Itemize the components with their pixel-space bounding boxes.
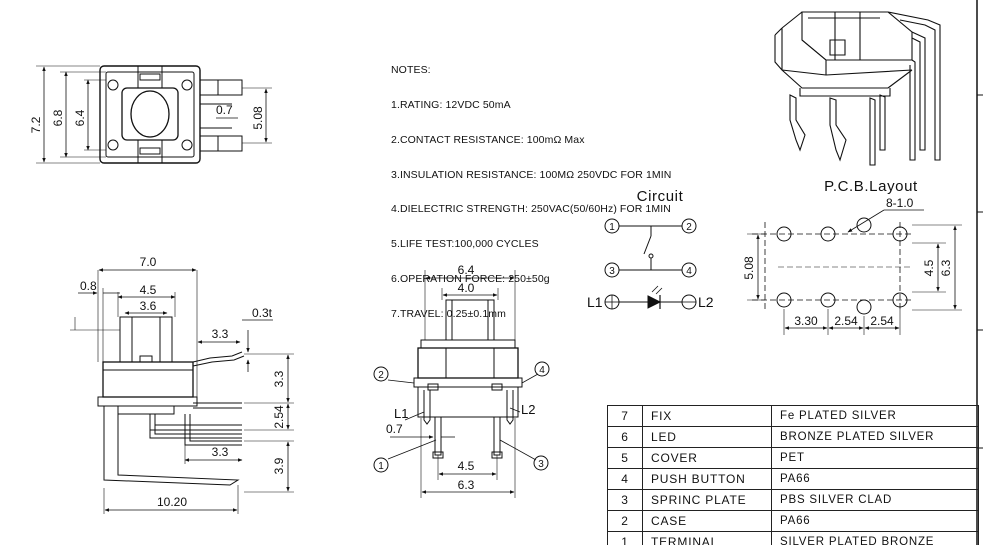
- bom-part: CASE: [642, 510, 772, 532]
- bom-part: TERMINAL: [642, 531, 772, 545]
- bom-part: SPRINC PLATE: [642, 489, 772, 511]
- bom-no: 4: [607, 468, 643, 490]
- front-label-l1: L1: [394, 406, 408, 421]
- side-dim-3-3-top: 3.3: [212, 327, 229, 341]
- front-pin-4: 4: [539, 365, 545, 376]
- notes-block: NOTES: 1.RATING: 12VDC 50mA 2.CONTACT RE…: [391, 42, 671, 332]
- front-pin-2: 2: [378, 370, 384, 381]
- side-view: 7.0 0.8 4.5 3.6 0.3t 3.3 3.3 2.54 3.3 3.…: [70, 255, 294, 514]
- side-dim-3-3-bottom: 3.3: [212, 445, 229, 459]
- circuit-led-l1: L1: [587, 294, 603, 310]
- pcb-dim-4-5: 4.5: [922, 259, 936, 276]
- circuit-pin-2: 2: [686, 222, 692, 233]
- table-row: 5 COVER PET: [607, 447, 979, 469]
- bom-clip: 7 FIX Fe PLATED SILVER 6 LED BRONZE PLAT…: [600, 400, 983, 545]
- side-dim-3-9: 3.9: [272, 457, 286, 474]
- side-dim-7-0: 7.0: [140, 255, 157, 269]
- bom-part: LED: [642, 426, 772, 448]
- front-pin-3: 3: [538, 459, 544, 470]
- bom-material: PA66: [771, 468, 979, 490]
- top-dim-6-8: 6.8: [51, 109, 65, 126]
- bom-material: SILVER PLATED BRONZE: [771, 531, 979, 545]
- table-row: 6 LED BRONZE PLATED SILVER: [607, 426, 979, 448]
- table-row: 2 CASE PA66: [607, 510, 979, 532]
- bom-no: 7: [607, 405, 643, 427]
- table-row: 3 SPRINC PLATE PBS SILVER CLAD: [607, 489, 979, 511]
- pcb-dim-2-54-b: 2.54: [870, 314, 894, 328]
- side-dim-2-54: 2.54: [272, 405, 286, 429]
- bom-no: 6: [607, 426, 643, 448]
- bom-material: PBS SILVER CLAD: [771, 489, 979, 511]
- side-dim-10-20: 10.20: [157, 495, 187, 509]
- bom-no: 5: [607, 447, 643, 469]
- pcb-title: P.C.B.Layout: [824, 178, 918, 195]
- top-dim-5-08: 5.08: [251, 106, 265, 130]
- pcb-dim-3-30: 3.30: [794, 314, 818, 328]
- pcb-dim-2-54-a: 2.54: [834, 314, 858, 328]
- circuit-pin-1: 1: [609, 222, 615, 233]
- top-dim-0-7: 0.7: [216, 103, 233, 117]
- side-dim-3-3-vertical: 3.3: [272, 370, 286, 387]
- bom-part: PUSH BUTTON: [642, 468, 772, 490]
- table-row: 7 FIX Fe PLATED SILVER: [607, 405, 979, 427]
- bom-no: 2: [607, 510, 643, 532]
- top-dim-6-4: 6.4: [73, 109, 87, 126]
- bill-of-materials-table: 7 FIX Fe PLATED SILVER 6 LED BRONZE PLAT…: [607, 405, 979, 545]
- front-pin-1: 1: [378, 461, 384, 472]
- side-dim-0-3t: 0.3t: [252, 306, 273, 320]
- bom-material: PET: [771, 447, 979, 469]
- pcb-dim-5-08: 5.08: [742, 256, 756, 280]
- side-dim-4-5: 4.5: [140, 283, 157, 297]
- pcb-layout: P.C.B.Layout 8-1.0 5.08 4.5 6.3 3.30 2.5…: [742, 178, 962, 335]
- bom-material: PA66: [771, 510, 979, 532]
- isometric-view: [774, 11, 941, 166]
- front-dim-6-3: 6.3: [458, 478, 475, 492]
- pcb-dim-hole: 8-1.0: [886, 196, 914, 210]
- circuit-diagram: Circuit 1 2 3 4 L1 L2: [587, 188, 714, 310]
- note-item: 5.LIFE TEST:100,000 CYCLES: [391, 238, 539, 251]
- circuit-led-l2: L2: [698, 294, 714, 310]
- table-row: 4 PUSH BUTTON PA66: [607, 468, 979, 490]
- side-dim-0-8: 0.8: [80, 279, 97, 293]
- bom-part: COVER: [642, 447, 772, 469]
- front-view: 6.4 4.0 0.7 4.5 6.3 L1 L2 2 4 1 3: [373, 263, 550, 498]
- bom-no: 1: [607, 531, 643, 545]
- front-dim-6-4: 6.4: [458, 263, 475, 277]
- note-item: 1.RATING: 12VDC 50mA: [391, 98, 511, 111]
- front-label-l2: L2: [521, 402, 535, 417]
- front-dim-0-7: 0.7: [386, 422, 403, 436]
- notes-heading: NOTES:: [391, 64, 431, 77]
- note-item: 6.OPERATION FORCE: 250±50g: [391, 272, 550, 285]
- circuit-pin-4: 4: [686, 266, 692, 277]
- table-row: 1 TERMINAL SILVER PLATED BRONZE: [607, 531, 979, 545]
- bom-part: FIX: [642, 405, 772, 427]
- note-item: 7.TRAVEL: 0.25±0.1mm: [391, 307, 506, 320]
- circuit-pin-3: 3: [609, 266, 615, 277]
- top-view: 7.2 6.8 6.4 0.7 5.08: [29, 65, 272, 164]
- front-dim-4-5: 4.5: [458, 459, 475, 473]
- note-item: 2.CONTACT RESISTANCE: 100mΩ Max: [391, 133, 585, 146]
- note-item: 3.INSULATION RESISTANCE: 100MΩ 250VDC FO…: [391, 168, 672, 181]
- note-item: 4.DIELECTRIC STRENGTH: 250VAC(50/60Hz) F…: [391, 203, 671, 216]
- front-dim-4-0: 4.0: [458, 281, 475, 295]
- top-dim-7-2: 7.2: [29, 116, 43, 133]
- circuit-title: Circuit: [637, 188, 684, 205]
- pcb-dim-6-3: 6.3: [939, 259, 953, 276]
- bom-no: 3: [607, 489, 643, 511]
- bom-material: BRONZE PLATED SILVER: [771, 426, 979, 448]
- side-dim-3-6: 3.6: [140, 299, 157, 313]
- bom-material: Fe PLATED SILVER: [771, 405, 979, 427]
